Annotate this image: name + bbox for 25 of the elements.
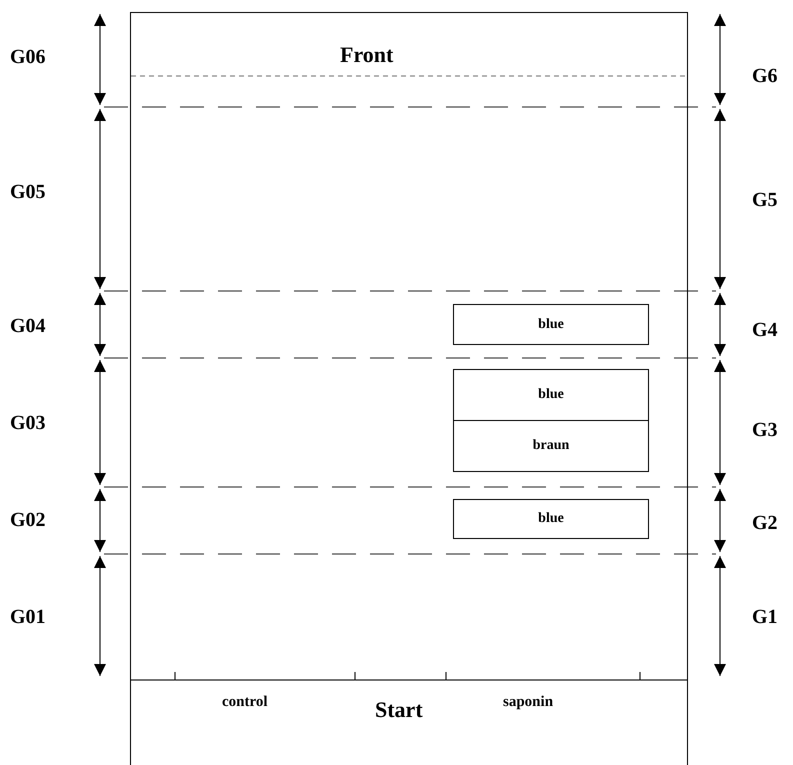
zone-label: G06 [10, 45, 46, 69]
front-label: Front [340, 43, 394, 67]
zone-label: G04 [10, 314, 46, 338]
spot-label: blue [538, 316, 564, 332]
zone-label: G2 [752, 511, 778, 535]
zone-label: G05 [10, 180, 46, 204]
spot-zone [453, 420, 649, 472]
zone-label: G3 [752, 418, 778, 442]
spot-zone [453, 304, 649, 345]
zone-label: G6 [752, 64, 778, 88]
spot-zone [453, 369, 649, 421]
zone-label: G01 [10, 605, 46, 629]
lane-label: saponin [503, 693, 554, 712]
spot-zone [453, 499, 649, 539]
start-label: Start [375, 698, 423, 722]
zone-label: G5 [752, 188, 778, 212]
zone-label: G1 [752, 605, 778, 629]
zone-label: G03 [10, 411, 46, 435]
zone-label: G02 [10, 508, 46, 532]
spot-label: braun [532, 438, 570, 454]
spot-label: blue [538, 511, 564, 527]
lane-label: control [222, 693, 268, 712]
spot-label: blue [538, 387, 564, 403]
zone-label: G4 [752, 318, 778, 342]
tlc-plate [130, 12, 688, 765]
